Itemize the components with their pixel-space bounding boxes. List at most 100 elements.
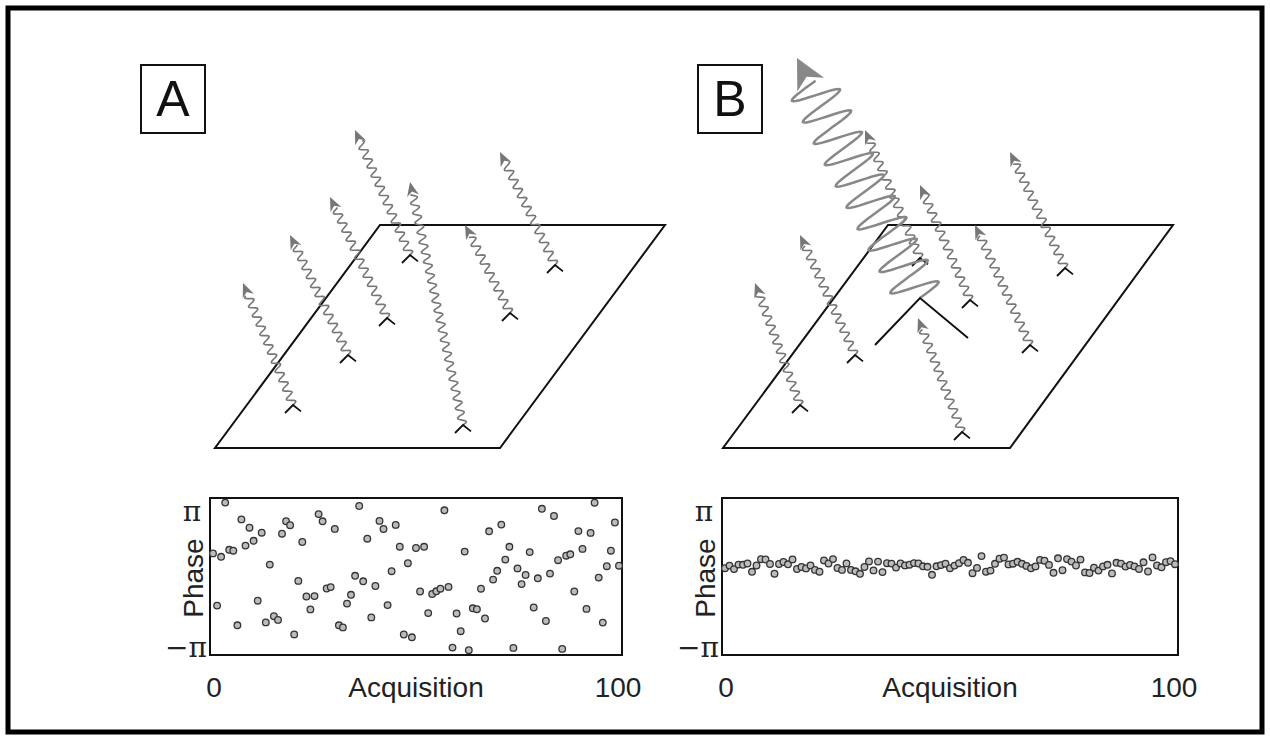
phase-dot (263, 619, 270, 626)
emission-mark (402, 255, 418, 263)
phase-dot (279, 530, 286, 537)
arrow-head (1010, 152, 1021, 167)
arrow-head (465, 225, 477, 240)
phase-dot (767, 561, 774, 568)
phase-dot (409, 634, 416, 641)
phase-dot (449, 644, 456, 651)
phase-dot (222, 499, 229, 506)
phase-dot (518, 581, 525, 588)
phase-dot (494, 568, 501, 575)
axis-start: 0 (206, 674, 222, 702)
phase-dot (372, 583, 379, 590)
arrow-head (500, 152, 512, 167)
phase-dot (1001, 554, 1008, 561)
arrow-head (290, 235, 301, 250)
phase-dot (307, 606, 314, 613)
panel-letter: A (156, 74, 189, 124)
phase-dot (267, 561, 274, 568)
phase-dot (595, 574, 602, 581)
phase-dot (861, 564, 868, 571)
emission-mark (1022, 345, 1038, 353)
photon-wave (359, 141, 413, 255)
panel-letter-box: A (140, 64, 206, 134)
phase-dot (315, 511, 322, 518)
phase-dot (380, 526, 387, 533)
phase-dot (421, 544, 428, 551)
phase-dot (340, 624, 347, 631)
phase-dot (608, 547, 615, 554)
arrow-head (407, 182, 419, 197)
emission-mark (847, 355, 863, 363)
phase-dot (1136, 566, 1143, 573)
axis-min: −π (165, 634, 207, 662)
emission-mark (962, 300, 978, 308)
phase-dot (1032, 563, 1039, 570)
phase-dot (275, 617, 282, 624)
phase-dot (242, 542, 249, 549)
photon-wave (245, 296, 296, 405)
phase-dot (397, 543, 404, 550)
phase-dot (1073, 562, 1080, 569)
phase-dot (303, 593, 310, 600)
phase-dot (1145, 568, 1152, 575)
phase-dot (579, 546, 586, 553)
phase-dot (234, 622, 241, 629)
axis-max: π (183, 498, 201, 526)
phase-dot (1104, 562, 1111, 569)
phase-dot (474, 606, 481, 613)
emission-mark (285, 405, 301, 413)
phase-dot (744, 560, 751, 567)
phase-dot (311, 593, 318, 600)
phase-dot (453, 610, 460, 617)
phase-dot (392, 522, 399, 529)
arrow-head (920, 185, 931, 200)
phase-dot (857, 571, 864, 578)
plot-frame (722, 498, 1178, 655)
phase-dot (368, 614, 375, 621)
phase-dot (587, 530, 594, 537)
phase-dot (555, 557, 562, 564)
arrow-head (800, 235, 811, 250)
phase-dot (299, 539, 306, 546)
phase-dot (749, 569, 756, 576)
phase-dot (405, 560, 412, 567)
phase-dot (753, 562, 760, 569)
phase-dot (457, 628, 464, 635)
axis-max: π (695, 498, 713, 526)
photon-wave (1013, 164, 1067, 268)
axis-title: Phase (180, 538, 208, 617)
phase-dot (839, 567, 846, 574)
photon-wave (792, 81, 939, 298)
emission-mark (1057, 268, 1073, 276)
axis-title: Acquisition (882, 674, 1017, 702)
photon-wave (977, 236, 1032, 345)
phase-dot (543, 618, 550, 625)
emission-mark (875, 298, 968, 345)
axis-title: Acquisition (348, 674, 483, 702)
phase-dot (924, 564, 931, 571)
phase-dot (600, 619, 607, 626)
phase-dot (360, 578, 367, 585)
panel-letter-box: B (697, 64, 763, 134)
surface-plane (215, 225, 665, 448)
phase-dot (250, 538, 257, 545)
axis-title: Phase (692, 538, 720, 617)
phase-dot (401, 631, 408, 638)
emission-mark (954, 432, 970, 440)
phase-dot (875, 558, 882, 565)
axis-end: 100 (1151, 674, 1198, 702)
phase-dot (816, 568, 823, 575)
phase-dot (559, 646, 566, 653)
photon-wave (333, 208, 389, 319)
phase-dot (1046, 562, 1053, 569)
phase-dot (1109, 570, 1116, 577)
phase-dot (965, 560, 972, 567)
phase-dot (535, 575, 542, 582)
phase-dot (870, 567, 877, 574)
phase-dot (364, 535, 371, 542)
phase-dot (616, 562, 623, 569)
phase-dot (510, 645, 517, 652)
arrow-head (917, 318, 928, 333)
phase-dot (461, 548, 468, 555)
phase-dot (591, 499, 598, 506)
